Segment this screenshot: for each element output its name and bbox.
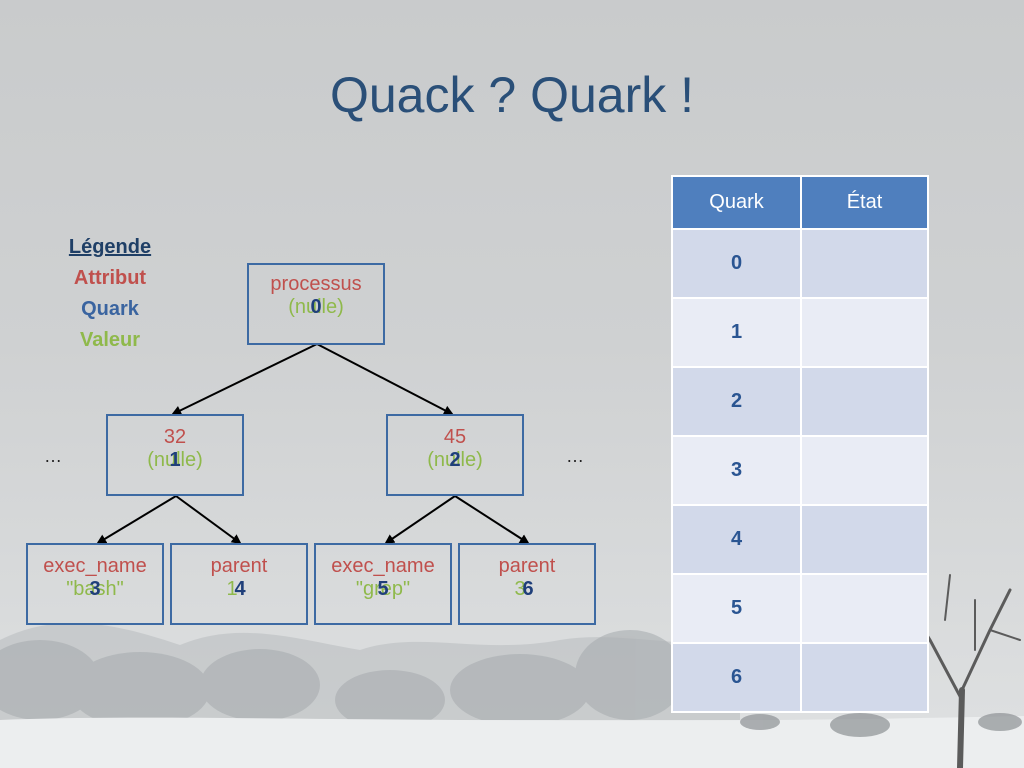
node-exec-name-grep-attribute: exec_name <box>331 555 435 577</box>
node-parent-1-attribute: parent <box>210 555 268 577</box>
node-parent-3-attribute: parent <box>498 555 556 577</box>
node-root-quark: 0 <box>310 296 322 318</box>
cell-state <box>800 504 929 575</box>
cell-quark: 5 <box>671 573 802 644</box>
node-root-value-line: (nulle) 0 <box>249 296 383 324</box>
node-32-quark: 1 <box>169 449 181 471</box>
table-row: 2 <box>671 366 929 437</box>
node-32: 32 (nulle) 1 <box>106 414 244 496</box>
table-row: 5 <box>671 573 929 644</box>
node-exec-name-bash-quark: 3 <box>89 578 101 600</box>
node-45-attribute: 45 <box>443 426 467 448</box>
node-exec-name-grep-value-line: "grep" 5 <box>316 578 450 606</box>
legend-quark: Quark <box>81 298 139 320</box>
cell-state <box>800 642 929 713</box>
column-header-quark: Quark <box>671 175 802 230</box>
node-32-value: (nulle) <box>147 449 203 471</box>
node-32-attribute: 32 <box>163 426 187 448</box>
slide-title: Quack ? Quark ! <box>329 67 695 123</box>
node-32-value-line: (nulle) 1 <box>108 449 242 477</box>
node-exec-name-grep-quark: 5 <box>377 578 389 600</box>
node-exec-name-bash-value: "bash" <box>66 578 124 600</box>
quark-state-table: Quark État 0 1 2 3 4 5 6 <box>671 175 929 713</box>
node-exec-name-bash-value-line: "bash" 3 <box>28 578 162 606</box>
table-row: 1 <box>671 297 929 368</box>
node-parent-3: parent 3 6 <box>458 543 596 625</box>
cell-quark: 4 <box>671 504 802 575</box>
node-exec-name-grep-value: "grep" <box>355 578 411 600</box>
table-row: 4 <box>671 504 929 575</box>
table-header-row: Quark État <box>671 175 929 230</box>
node-45-value: (nulle) <box>427 449 483 471</box>
node-exec-name-bash: exec_name "bash" 3 <box>26 543 164 625</box>
node-parent-3-value: 3 <box>514 578 526 600</box>
node-45-value-line: (nulle) 2 <box>388 449 522 477</box>
cell-state <box>800 228 929 299</box>
node-45: 45 (nulle) 2 <box>386 414 524 496</box>
node-root-attribute: processus <box>270 273 362 295</box>
cell-quark: 1 <box>671 297 802 368</box>
node-exec-name-grep: exec_name "grep" 5 <box>314 543 452 625</box>
legend-title: Légende <box>68 236 152 258</box>
legend: Légende Attribut Quark Valeur <box>40 232 180 356</box>
node-parent-1-value-line: 1 4 <box>172 578 306 606</box>
node-parent-3-value-line: 3 6 <box>460 578 594 606</box>
node-parent-3-quark: 6 <box>522 578 534 600</box>
node-exec-name-bash-attribute: exec_name <box>43 555 147 577</box>
node-45-quark: 2 <box>449 449 461 471</box>
cell-state <box>800 435 929 506</box>
table-row: 0 <box>671 228 929 299</box>
node-parent-1: parent 1 4 <box>170 543 308 625</box>
cell-state <box>800 297 929 368</box>
column-header-state: État <box>800 175 929 230</box>
node-parent-1-value: 1 <box>226 578 238 600</box>
table-row: 3 <box>671 435 929 506</box>
cell-quark: 0 <box>671 228 802 299</box>
node-root: processus (nulle) 0 <box>247 263 385 345</box>
cell-state <box>800 366 929 437</box>
table-row: 6 <box>671 642 929 713</box>
cell-quark: 3 <box>671 435 802 506</box>
node-parent-1-quark: 4 <box>234 578 246 600</box>
cell-quark: 2 <box>671 366 802 437</box>
ellipsis-left: … <box>44 446 62 466</box>
legend-attribute: Attribut <box>73 267 147 289</box>
cell-quark: 6 <box>671 642 802 713</box>
node-root-value: (nulle) <box>288 296 344 318</box>
cell-state <box>800 573 929 644</box>
legend-value: Valeur <box>79 329 141 351</box>
ellipsis-right: … <box>566 446 584 466</box>
